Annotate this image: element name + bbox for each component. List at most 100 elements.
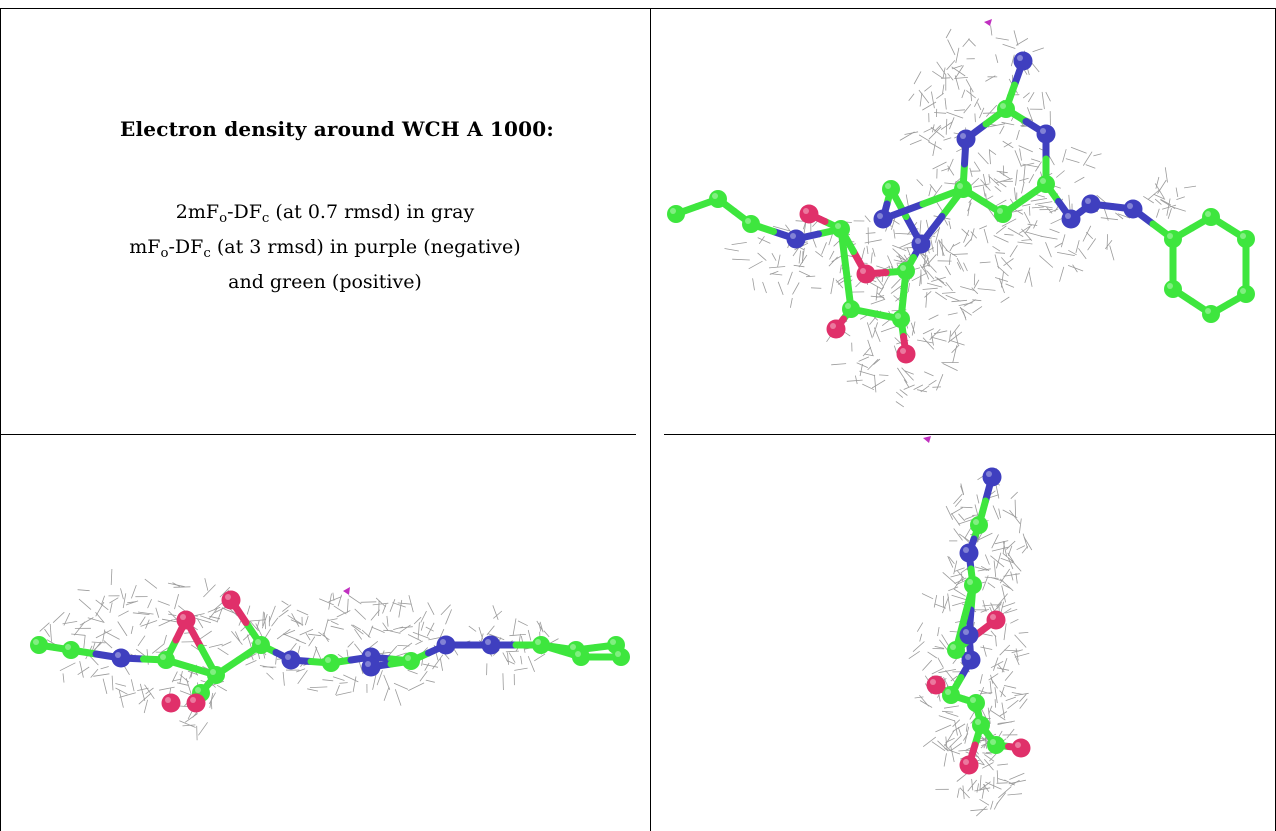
mesh-segment — [140, 620, 158, 627]
mesh-segment — [1007, 227, 1024, 237]
mesh-segment — [976, 532, 993, 542]
mesh-segment — [878, 286, 885, 295]
mesh-segment — [1160, 199, 1176, 210]
mesh-segment — [990, 678, 998, 689]
mesh-segment — [938, 239, 945, 257]
mesh-segment — [1154, 198, 1162, 205]
mesh-segment — [732, 258, 750, 261]
mesh-segment — [1156, 208, 1160, 218]
mesh-segment — [486, 625, 495, 636]
mesh-segment — [1109, 245, 1115, 261]
carbon-atom — [572, 648, 590, 666]
oxygen-atom — [176, 610, 196, 630]
mesh-segment — [415, 640, 423, 646]
mesh-segment — [861, 247, 865, 260]
mesh-segment — [276, 628, 291, 640]
atom-highlight — [895, 313, 901, 319]
carbon-atom — [954, 180, 972, 198]
mesh-segment — [95, 611, 105, 624]
atom-highlight — [115, 652, 121, 658]
mesh-segment — [956, 257, 965, 272]
mesh-segment — [1005, 608, 1018, 614]
mesh-segment — [1025, 231, 1043, 237]
mesh-segment — [862, 383, 875, 391]
mesh-segment — [282, 633, 300, 641]
mesh-segment — [995, 178, 1013, 184]
mesh-segment — [926, 282, 943, 288]
mesh-segment — [792, 282, 800, 295]
mesh-segment — [954, 576, 964, 589]
mesh-segment — [59, 662, 76, 672]
mesh-segment — [943, 705, 959, 709]
nitrogen-atom — [959, 625, 979, 645]
mesh-segment — [361, 629, 371, 638]
mesh-segment — [923, 249, 927, 266]
mesh-segment — [1021, 239, 1031, 241]
mesh-segment — [908, 93, 915, 102]
mesh-segment — [386, 615, 389, 627]
mesh-segment — [990, 555, 1005, 568]
mesh-segment — [957, 788, 960, 798]
mesh-segment — [330, 625, 344, 630]
mesh-segment — [407, 634, 422, 642]
carbon-atom — [157, 651, 175, 669]
mesh-segment — [507, 652, 509, 665]
carbon-atom — [709, 190, 727, 208]
mesh-segment — [948, 253, 951, 266]
mesh-segment — [378, 600, 380, 617]
mesh-segment — [941, 238, 944, 256]
mesh-segment — [1041, 91, 1045, 110]
mesh-segment — [368, 640, 379, 649]
mesh-segment — [944, 748, 961, 755]
atom-highlight — [957, 183, 963, 189]
mesh-segment — [798, 250, 801, 264]
nitrogen-atom — [961, 650, 981, 670]
mesh-segment — [949, 117, 955, 130]
atom-highlight — [440, 639, 446, 645]
mesh-segment — [945, 249, 958, 258]
mesh-segment — [1054, 242, 1063, 248]
mesh-segment — [904, 131, 919, 135]
mesh-segment — [1002, 553, 1013, 562]
mesh-segment — [44, 628, 51, 637]
nitrogen-atom — [911, 234, 931, 254]
mesh-segment — [204, 578, 209, 591]
mesh-segment — [833, 240, 841, 247]
negative-density-blob — [984, 19, 992, 26]
mesh-segment — [798, 254, 808, 268]
mesh-segment — [996, 782, 1008, 784]
carbon-atom — [1037, 175, 1055, 193]
mesh-segment — [1001, 657, 1008, 673]
carbon-atom — [207, 666, 225, 684]
mesh-segment — [815, 250, 824, 258]
mesh-segment — [1049, 228, 1060, 234]
nitrogen-atom — [436, 635, 456, 655]
mesh-segment — [947, 158, 954, 172]
mesh-segment — [1004, 233, 1014, 236]
mesh-segment — [248, 619, 267, 622]
nitrogen-atom — [873, 209, 893, 229]
mesh-segment — [934, 603, 947, 609]
mesh-segment — [864, 239, 882, 244]
mesh-segment — [389, 630, 401, 634]
mesh-segment — [994, 699, 996, 708]
mesh-segment — [1000, 271, 1004, 288]
mesh-segment — [963, 229, 970, 243]
mesh-segment — [997, 265, 1009, 277]
mesh-segment — [1062, 149, 1067, 163]
mesh-segment — [1006, 728, 1015, 739]
carbon-atom — [972, 716, 990, 734]
mesh-segment — [328, 596, 342, 603]
mesh-segment — [867, 281, 883, 290]
mesh-segment — [1161, 204, 1177, 210]
mesh-segment — [932, 141, 936, 156]
mesh-segment — [938, 669, 957, 674]
mesh-segment — [950, 324, 961, 337]
mesh-segment — [986, 104, 998, 117]
mesh-segment — [184, 713, 198, 723]
mesh-segment — [973, 279, 980, 289]
carbon-atom — [402, 652, 420, 670]
mesh-segment — [117, 621, 128, 637]
mesh-segment — [393, 626, 404, 630]
mesh-segment — [908, 650, 920, 660]
